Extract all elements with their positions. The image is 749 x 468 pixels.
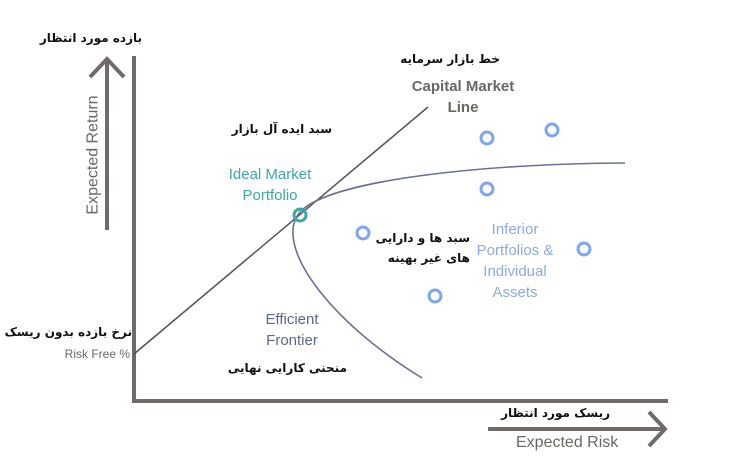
inferior-label-line: Inferior <box>491 221 539 238</box>
inferior-label-line: سبد ها و دارایی <box>375 231 470 245</box>
frontier-label-line: Frontier <box>266 332 318 349</box>
inferior-label-line: Portfolios & <box>476 242 554 259</box>
inferior-point <box>479 181 495 197</box>
cml-label-en: Capital Market Line <box>393 76 533 118</box>
ideal-label-en: Ideal Market Portfolio <box>210 164 330 206</box>
y-axis-label-en: Expected Return <box>84 95 102 215</box>
x-axis-label-fa: ریسک مورد انتظار <box>501 406 610 420</box>
efficient-frontier-curve <box>292 162 626 379</box>
inferior-point <box>576 241 592 257</box>
x-axis-label-en: Expected Risk <box>516 434 619 451</box>
frontier-label-line: Efficient <box>265 311 319 328</box>
inferior-point <box>355 225 371 241</box>
capital-market-line <box>133 106 429 355</box>
cml-label-line: Line <box>447 99 479 116</box>
cml-label-fa: خط بازار سرمایه <box>400 52 500 66</box>
frontier-label-en: Efficient Frontier <box>242 309 342 351</box>
inferior-label-fa: سبد ها و دارایی های غیر بهینه <box>376 228 470 268</box>
inferior-label-en: Inferior Portfolios & Individual Assets <box>460 219 570 303</box>
inferior-label-line: Assets <box>492 284 538 301</box>
inferior-point <box>544 122 560 138</box>
ideal-label-line: Portfolio <box>242 187 298 204</box>
inferior-label-line: Individual <box>483 263 547 280</box>
expected-risk-arrow-icon <box>488 410 668 448</box>
inferior-point <box>479 130 495 146</box>
expected-return-arrow-icon <box>88 56 126 230</box>
ideal-label-fa: سبد ایده آل بازار <box>231 122 332 136</box>
risk-free-label-fa: نرخ بازده بدون ریسک <box>4 325 132 339</box>
ideal-label-line: Ideal Market <box>228 166 312 183</box>
inferior-point <box>427 288 443 304</box>
y-axis-label-fa: بازده مورد انتظار <box>39 31 142 45</box>
risk-free-label-en: Risk Free % <box>64 347 130 361</box>
inferior-asset-points <box>355 122 592 304</box>
inferior-label-line: های غیر بهینه <box>387 251 470 265</box>
cml-label-line: Capital Market <box>411 78 515 95</box>
frontier-label-fa: منحنی کارایی نهایی <box>227 361 347 375</box>
ideal-market-portfolio-point <box>292 207 308 223</box>
